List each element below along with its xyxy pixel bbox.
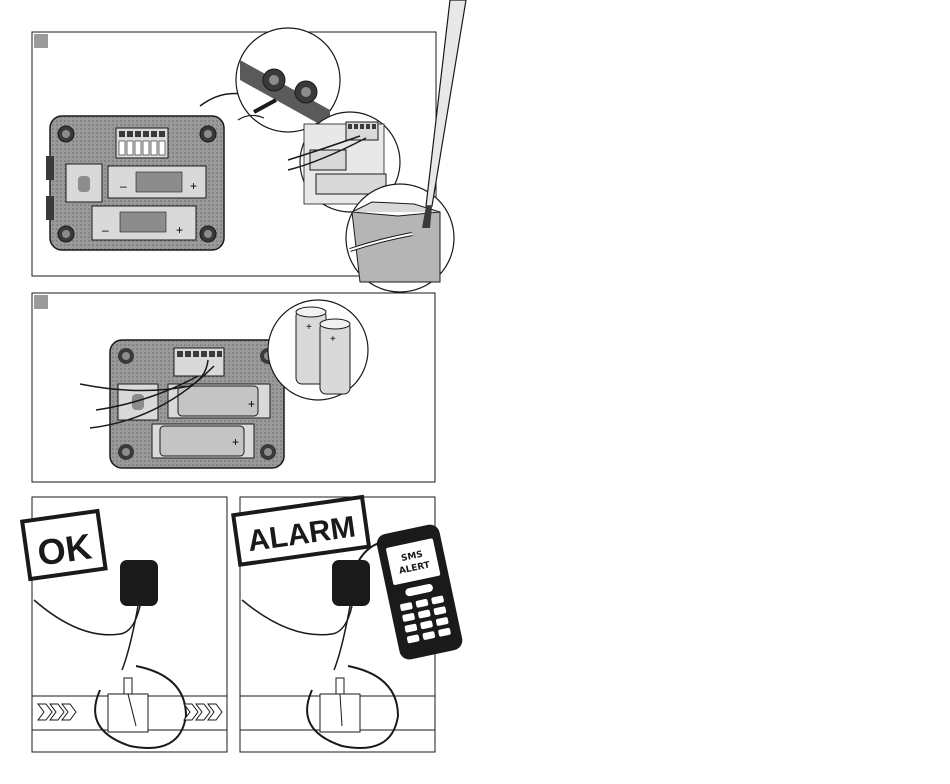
polarity-plus-1: +	[190, 179, 197, 193]
ok-stamp: OK	[22, 511, 105, 579]
battery-zoom-plus-2: +	[330, 334, 336, 345]
flow-arrow-left	[38, 704, 76, 720]
battery-plus-2: +	[232, 435, 239, 449]
polarity-plus-2: +	[176, 223, 183, 237]
battery-zoom-plus-1: +	[306, 322, 312, 333]
battery-zoom: + +	[268, 300, 368, 400]
device-housing-open: – + – +	[46, 116, 224, 250]
step-marker-1	[34, 34, 48, 48]
device-housing-batteries: + +	[80, 340, 284, 468]
flow-arrow-right	[184, 704, 222, 720]
step-marker-2	[34, 295, 48, 309]
zoom-detail-screwdriver	[346, 184, 454, 292]
polarity-minus-1: –	[120, 179, 127, 193]
zoom-detail-grommets	[236, 28, 340, 132]
polarity-minus-2: –	[102, 223, 109, 237]
ok-stamp-label: OK	[35, 525, 94, 573]
battery-plus-1: +	[248, 397, 255, 411]
